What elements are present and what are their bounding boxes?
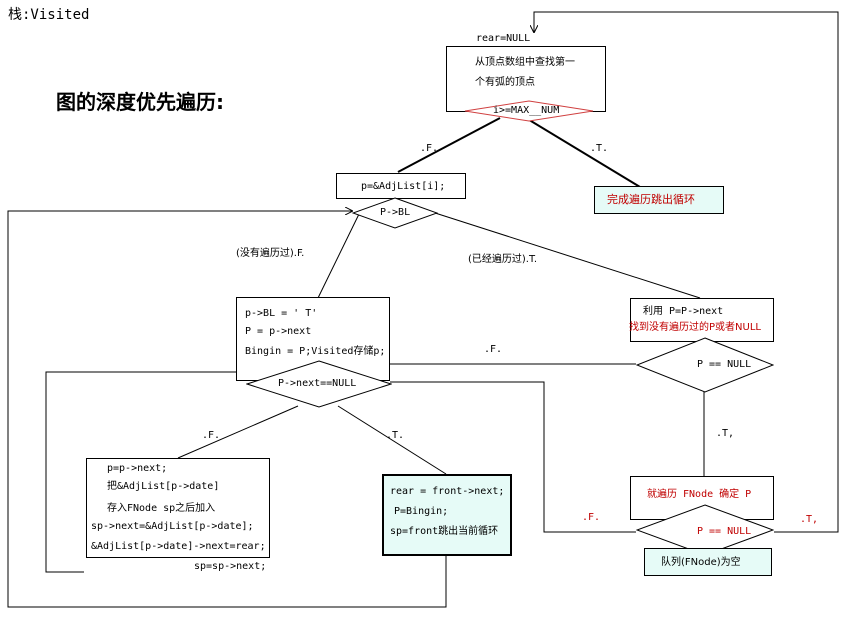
center-line1: p->BL = ' T' [245,308,318,319]
bottom-true-label: .T, [800,514,819,525]
top-false-connector [397,117,501,173]
page-title: 图的深度优先遍历: [56,90,224,114]
next-true-connector [337,405,447,475]
stack-visited-label: 栈:Visited [8,7,90,23]
not-visited-label: (没有遍历过).F. [236,248,305,259]
fnode-text: 就遍历 FNode 确定 P [647,489,752,500]
left-line6: sp=sp->next; [194,561,267,572]
bl-condition: P->BL [380,207,411,218]
done-box: 完成遍历跳出循环 [594,186,724,214]
left-line4: sp->next=&AdjList[p->date]; [91,521,254,532]
top-true-connector [525,117,641,188]
next-null-condition: P->next==NULL [278,378,357,389]
find-first-line2: 个有弧的顶点 [475,77,535,88]
loop-right-connector [534,11,839,533]
queue-empty-text: 队列(FNode)为空 [661,557,741,568]
mid-false-label: .F. [484,344,503,355]
bl-true-connector [431,211,701,299]
bottom-false-connector [390,381,636,533]
p-null-condition: P == NULL [697,359,752,370]
center-low-line3: sp=front跳出当前循环 [390,526,499,537]
rear-null-label: rear=NULL [476,33,531,44]
p-assign-box: p=&AdjList[i]; [336,173,466,199]
center-low-box: rear = front->next; P=Bingin; sp=front跳出… [382,474,512,556]
visited-label: (已经遍历过).T. [468,254,538,265]
next-false-label: .F. [202,430,221,441]
outer-loop-connector [7,211,447,608]
center-line2: P = p->next [245,326,312,337]
left-line3: 存入FNode sp之后加入 [107,503,216,514]
bl-false-connector [317,211,361,299]
done-text: 完成遍历跳出循环 [607,193,695,206]
center-line3: Bingin = P;Visited存储p; [245,346,386,357]
top-false-label: .F. [420,143,439,154]
center-low-line2: P=Bingin; [394,506,449,517]
max-num-condition: i>=MAX__NUM [493,105,560,116]
left-line2: 把&AdjList[p->date] [107,481,220,492]
right-line2: 找到没有遍历过的P或者NULL [629,322,761,333]
next-false-connector [177,405,299,459]
bottom-false-label: .F. [582,512,601,523]
p-assign-text: p=&AdjList[i]; [361,181,446,192]
right-process-box: 利用 P=P->next 找到没有遍历过的P或者NULL [629,298,774,342]
find-first-line1: 从顶点数组中查找第一 [475,57,575,68]
p-null-condition-2: P == NULL [697,526,752,537]
queue-empty-box: 队列(FNode)为空 [644,548,772,576]
right-true-label: .T, [716,428,735,439]
next-null-diamond [246,360,392,408]
max-num-diamond [464,100,594,122]
center-low-line1: rear = front->next; [390,486,505,497]
bl-diamond [352,197,438,229]
right-line1: 利用 P=P->next [643,306,724,317]
left-loop-connector [45,371,238,573]
top-true-label: .T. [590,143,609,154]
left-process-box: p=p->next; 把&AdjList[p->date] 存入FNode sp… [86,458,270,558]
p-null-diamond [636,337,774,393]
left-line1: p=p->next; [107,463,168,474]
left-line5: &AdjList[p->date]->next=rear; [91,541,266,552]
next-true-label: .T. [386,430,405,441]
